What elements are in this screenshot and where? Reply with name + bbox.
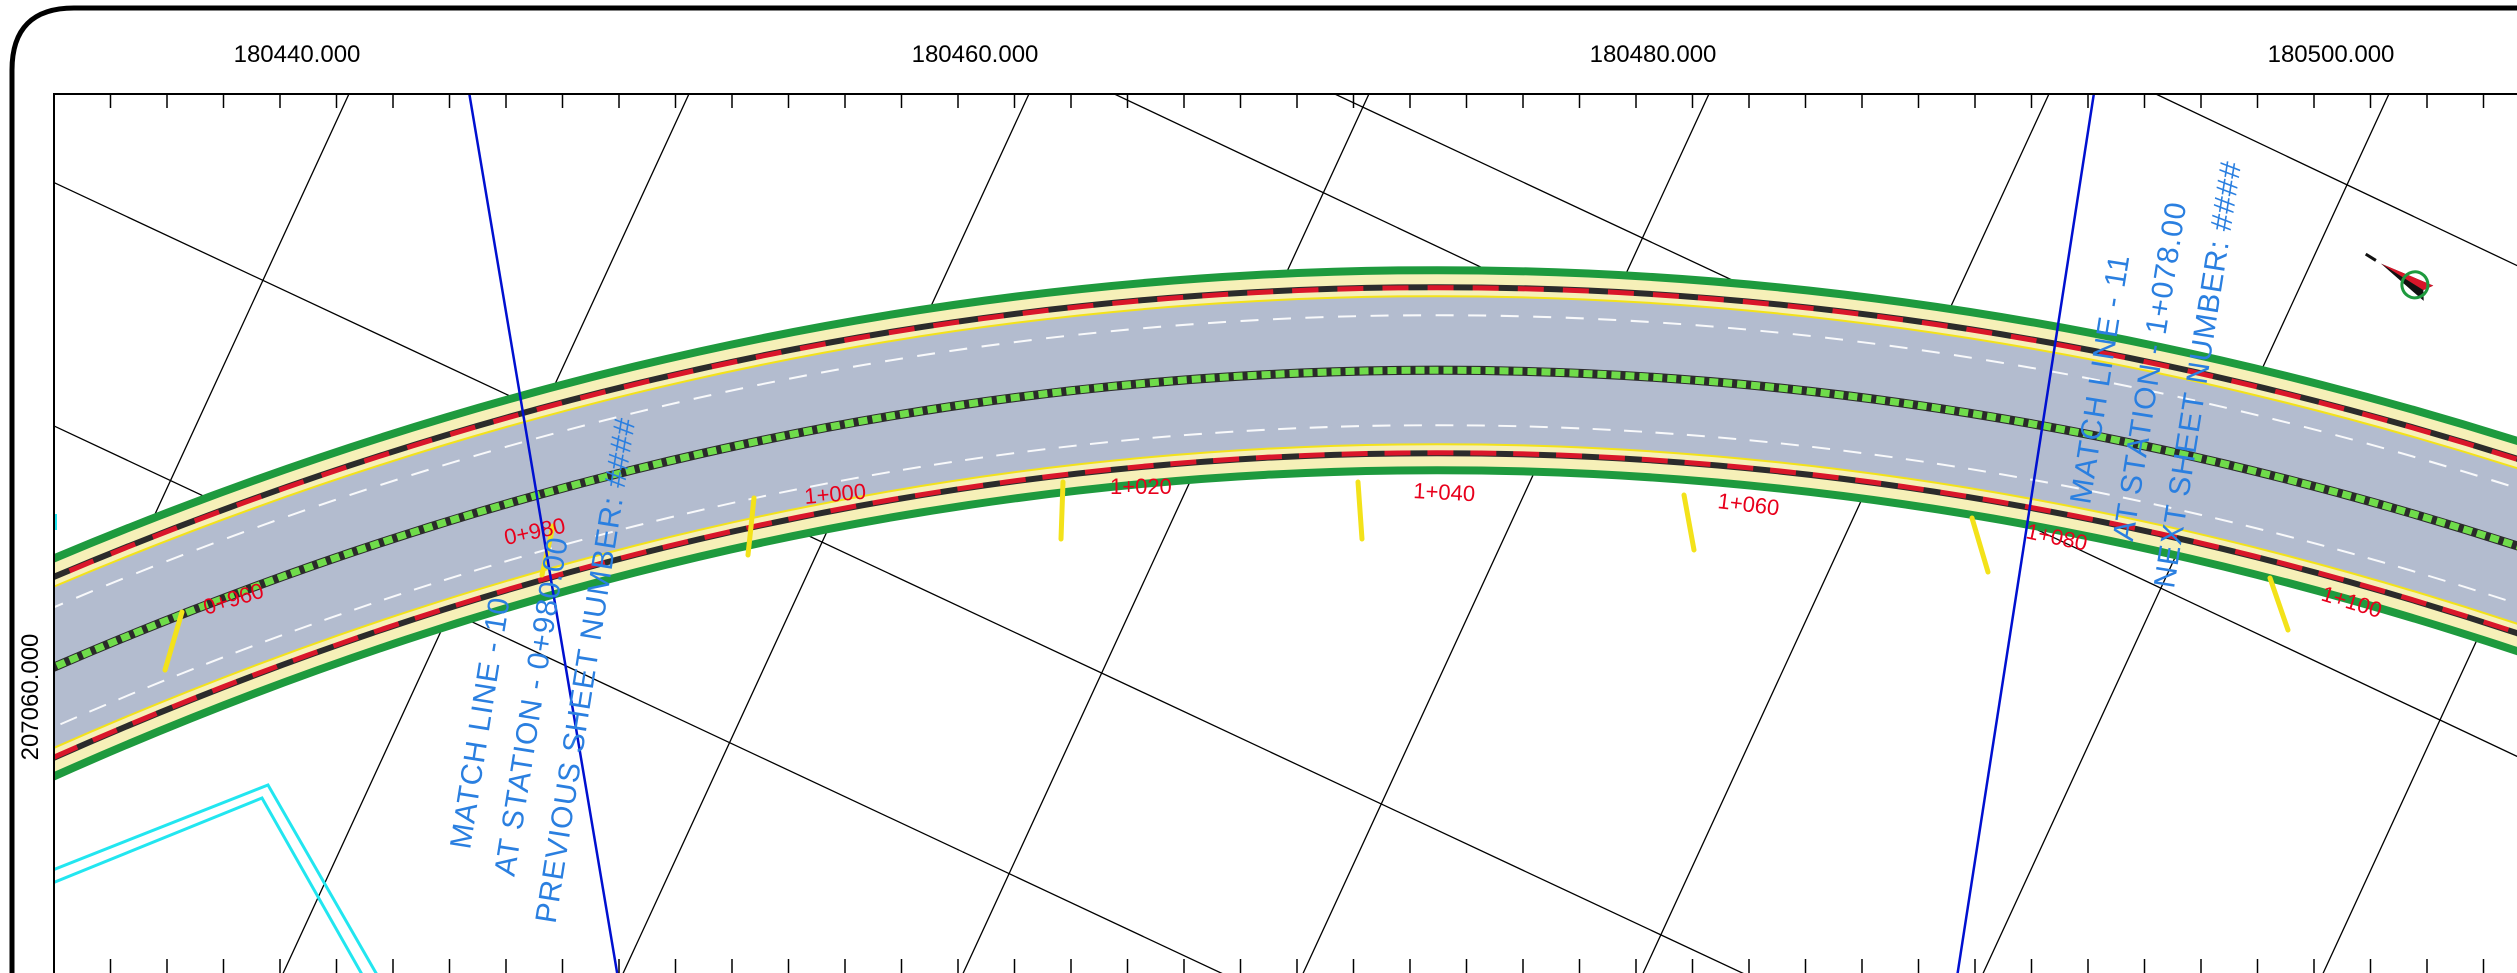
x-coord-label: 180500.000 [2268,41,2395,68]
station-ticks [162,479,2291,673]
x-coordinate-labels: 180440.000 180460.000 180480.000 180500.… [234,41,2395,68]
station-label: 1+020 [1110,474,1172,499]
match-line-left [468,94,619,973]
sheet-border [9,5,2517,973]
station-tick [745,495,757,558]
x-coord-label: 180480.000 [1590,41,1717,68]
station-tick [162,609,185,673]
x-coord-label: 180440.000 [234,41,361,68]
station-tick [1058,479,1066,542]
station-tick [1969,515,1991,575]
match-line-right [1956,94,2096,973]
parcel-boundary [54,783,378,973]
station-tick [539,523,556,578]
station-label: 1+060 [1716,488,1780,520]
station-label: 1+000 [803,479,867,509]
x-coord-label: 180460.000 [912,41,1039,68]
y-coord-label: 207060.000 [17,634,44,761]
match-lines [468,94,2096,973]
station-tick [1681,492,1697,553]
frame-ticks [53,94,2485,973]
map-frame [53,93,2517,973]
station-label: 1+040 [1413,478,1476,506]
north-arrow-icon [2364,252,2434,301]
station-tick [1355,479,1365,542]
parcel-marker [54,514,57,530]
station-tick [2267,575,2291,633]
